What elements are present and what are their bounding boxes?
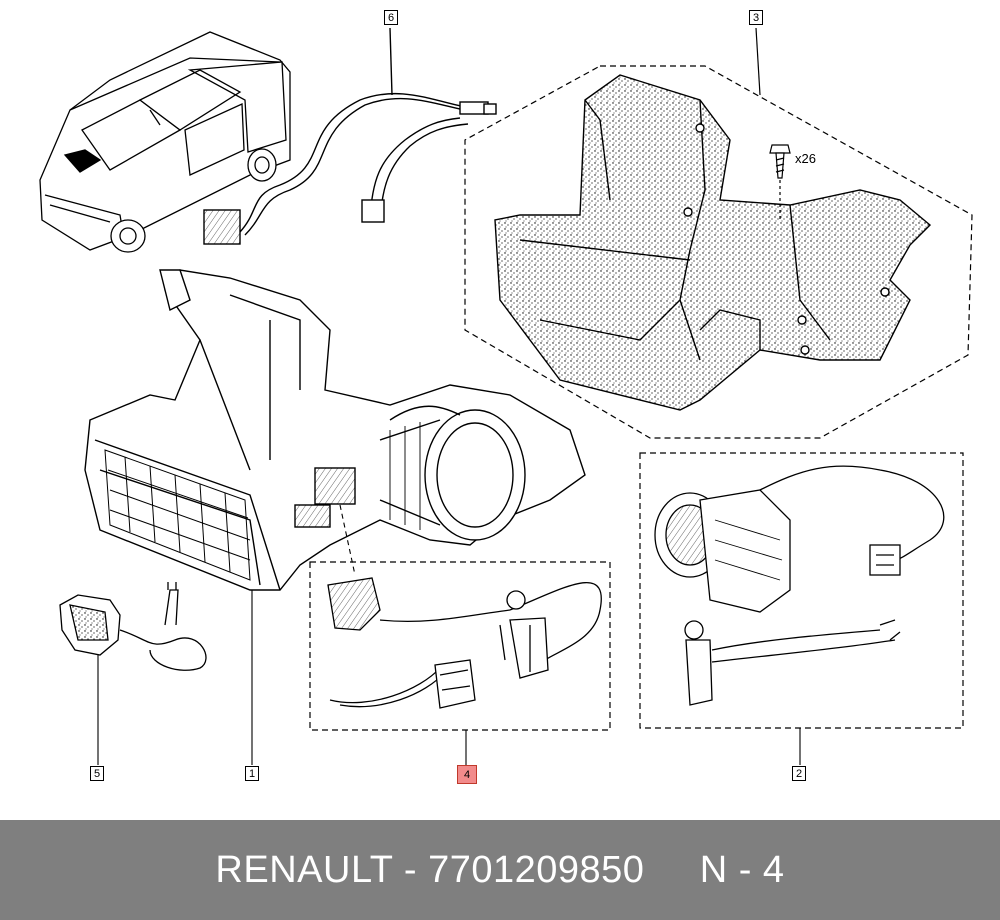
part-1-heater-housing bbox=[84, 269, 586, 591]
screw-icon bbox=[769, 144, 791, 220]
callout-5: 5 bbox=[90, 766, 104, 781]
callout-1: 1 bbox=[245, 766, 259, 781]
reference-code: N - 4 bbox=[699, 848, 785, 891]
van-illustration bbox=[39, 31, 291, 253]
callout-3: 3 bbox=[749, 10, 763, 25]
part-3-enclosure bbox=[464, 27, 973, 439]
leader-lines bbox=[97, 504, 801, 765]
part-2-enclosure bbox=[639, 452, 964, 729]
callout-2: 2 bbox=[792, 766, 806, 781]
callout-4: 4 bbox=[457, 765, 477, 784]
part-3-air-distribution-housing bbox=[494, 74, 932, 411]
part-6-wiring-harness bbox=[203, 27, 497, 245]
part-4-enclosure bbox=[309, 561, 611, 731]
callout-6: 6 bbox=[384, 10, 398, 25]
brand-name: RENAULT bbox=[215, 848, 393, 891]
part-2-blower-motor bbox=[654, 465, 945, 706]
quantity-label: x26 bbox=[795, 151, 816, 166]
footer-banner: RENAULT - 7701209850 N - 4 bbox=[0, 820, 1000, 920]
gap bbox=[644, 849, 699, 891]
part-5-actuator bbox=[59, 582, 207, 671]
footer-text: RENAULT - 7701209850 N - 4 bbox=[215, 849, 784, 892]
part-number: 7701209850 bbox=[428, 848, 645, 891]
parts-diagram bbox=[39, 27, 973, 765]
separator: - bbox=[392, 848, 429, 891]
part-4-resistor-harness bbox=[327, 577, 602, 709]
